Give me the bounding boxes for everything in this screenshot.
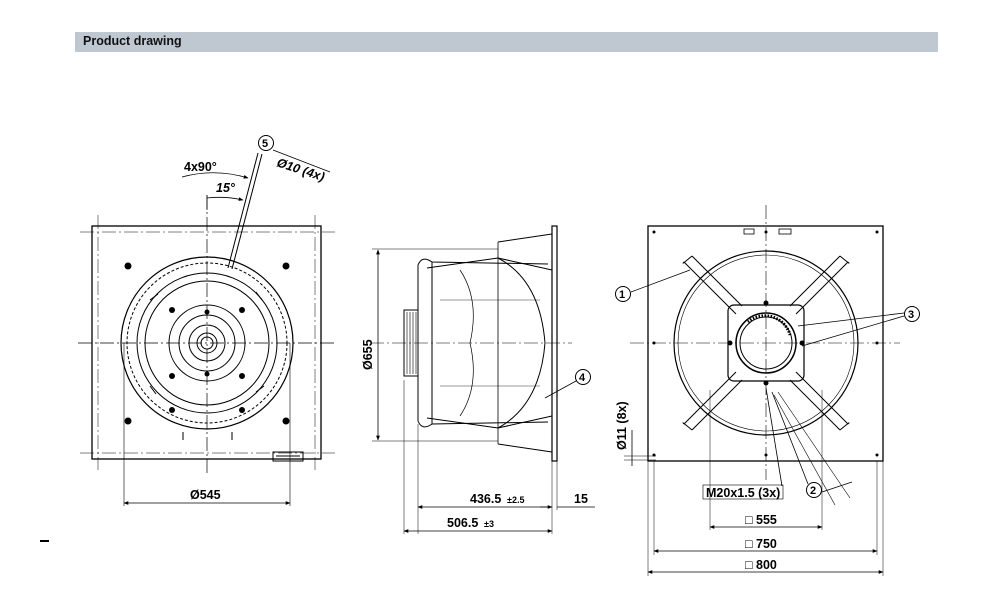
dim-555: □ 555 (745, 513, 777, 527)
rear-plate (647, 225, 884, 462)
callout-2: 2 (810, 485, 816, 497)
side-view (370, 225, 595, 534)
section-header: Product drawing (75, 32, 938, 52)
front-view (78, 135, 335, 506)
angle-sub-label: 15° (216, 181, 236, 195)
callout-1: 1 (619, 289, 625, 301)
dim-800: □ 800 (745, 558, 777, 572)
thread-label: M20x1.5 (3x) (706, 486, 780, 500)
side-depth-tol: ±2.5 (507, 495, 524, 505)
angle-label: 4x90° (184, 160, 217, 174)
callout-4: 4 (579, 372, 586, 384)
side-overall-tol: ±3 (484, 519, 494, 529)
side-overall-label: 506.5 (447, 516, 478, 530)
callout-3: 3 (908, 309, 914, 321)
callout-5: 5 (262, 138, 268, 150)
rear-hole-label: Ø11 (8x) (615, 401, 629, 450)
side-depth-label: 436.5 (470, 492, 501, 506)
front-plate (91, 225, 322, 460)
margin-mark (40, 540, 49, 542)
rear-view (615, 205, 920, 576)
dim-750: □ 750 (745, 537, 777, 551)
front-diameter-label: Ø545 (190, 488, 221, 502)
section-title: Product drawing (83, 34, 182, 48)
side-diameter-label: Ø655 (361, 339, 375, 370)
front-hole-label: Ø10 (4x) (275, 156, 326, 185)
side-flange-label: 15 (574, 492, 588, 506)
